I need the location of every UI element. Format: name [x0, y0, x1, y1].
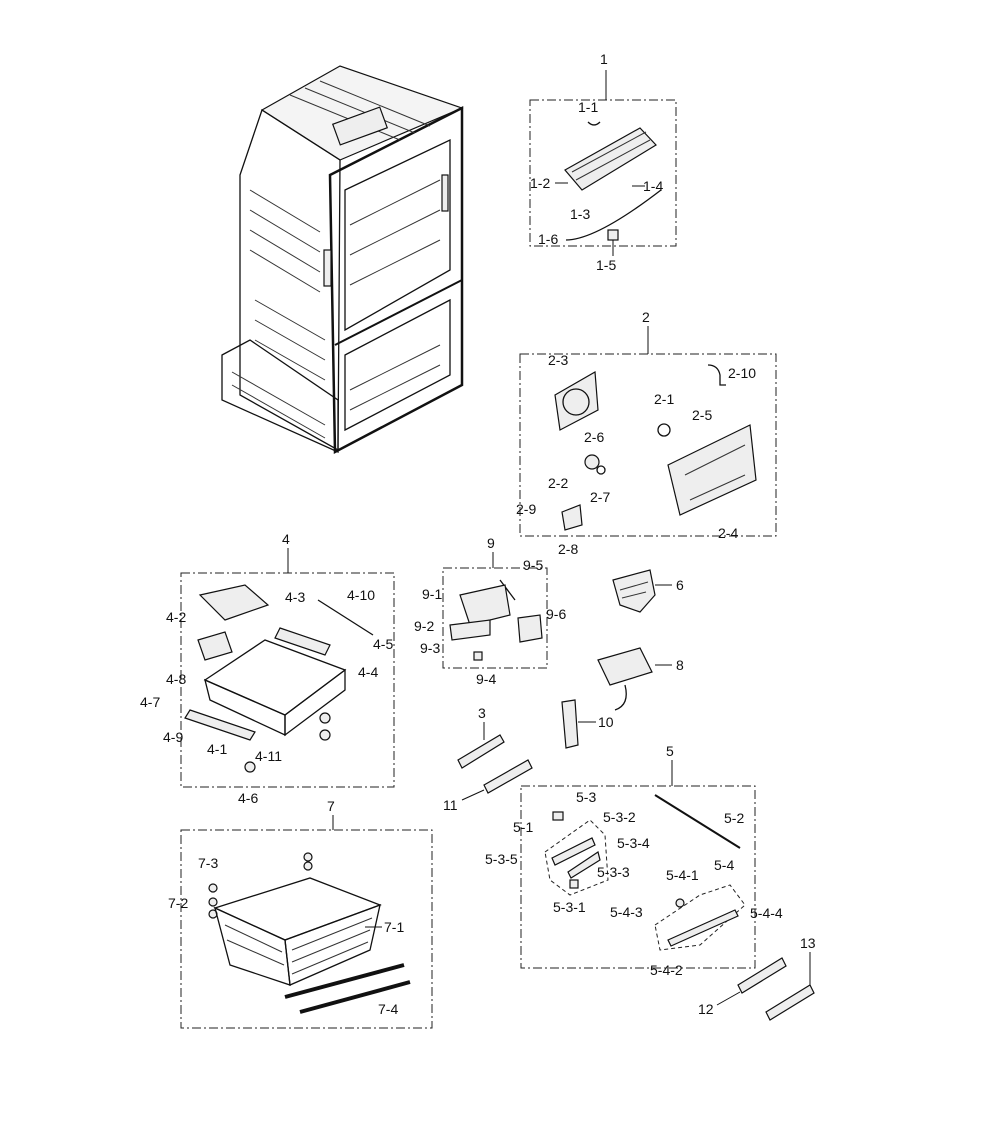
part-13-shape [765, 984, 815, 1021]
callout-4-1: 4-1 [207, 741, 227, 757]
callout-1-6: 1-6 [538, 231, 558, 247]
part-10-duct: 10 [561, 699, 614, 749]
callout-4-3: 4-3 [285, 589, 305, 605]
callout-8: 8 [676, 657, 684, 673]
callout-4-11: 4-11 [255, 748, 282, 764]
callout-2-1: 2-1 [654, 391, 674, 407]
callout-4-8: 4-8 [166, 671, 186, 687]
callout-2-10: 2-10 [728, 365, 756, 381]
callout-2-7: 2-7 [590, 489, 610, 505]
callout-4-6: 4-6 [238, 790, 258, 806]
callout-2-4: 2-4 [718, 525, 738, 541]
part-10-shape [561, 699, 579, 749]
part-11-shape [483, 759, 533, 794]
callout-9-5: 9-5 [523, 557, 543, 573]
callout-11: 11 [443, 797, 458, 813]
evaporator-part [564, 127, 657, 191]
callout-1-3: 1-3 [570, 206, 590, 222]
part-11-rail: 11 [443, 759, 533, 813]
callout-4-9: 4-9 [163, 729, 183, 745]
callout-5-4: 5-4 [714, 857, 734, 873]
callout-5-3-4: 5-3-4 [617, 835, 650, 851]
callout-5-2: 5-2 [724, 810, 744, 826]
callout-4-4: 4-4 [358, 664, 378, 680]
damper-housing-part [459, 584, 511, 626]
callout-7-1: 7-1 [384, 919, 404, 935]
heater-wire-part [565, 189, 662, 241]
fan-cover-part [667, 424, 757, 516]
callout-7-3: 7-3 [198, 855, 218, 871]
freezer-basket-part [213, 877, 382, 941]
callout-9-1: 9-1 [422, 586, 442, 602]
callout-5-3-1: 5-3-1 [553, 899, 586, 915]
callout-5-4-1: 5-4-1 [666, 867, 699, 883]
callout-9-2: 9-2 [414, 618, 434, 634]
callout-7: 7 [327, 798, 335, 814]
callout-1: 1 [600, 51, 608, 67]
group-4-crisper-assembly: 4 4-2 4-3 4-10 4-5 4-4 4-8 4-7 4-9 4-1 4… [140, 531, 395, 806]
callout-2-6: 2-6 [584, 429, 604, 445]
callout-9-4: 9-4 [476, 671, 496, 687]
callout-4-2: 4-2 [166, 609, 186, 625]
callout-4-10: 4-10 [347, 587, 375, 603]
callout-7-2: 7-2 [168, 895, 188, 911]
callout-4-7: 4-7 [140, 694, 160, 710]
group-7-freezer-basket-assembly: 7 7-3 7-2 7-1 7-4 [168, 798, 433, 1029]
callout-2-9: 2-9 [516, 501, 536, 517]
callout-5: 5 [666, 743, 674, 759]
callout-2-3: 2-3 [548, 352, 568, 368]
small-bin-part [198, 584, 270, 621]
callout-4: 4 [282, 531, 290, 547]
callout-5-3: 5-3 [576, 789, 596, 805]
group-2-fan-assembly: 2 2-3 2-10 2-1 2-5 2-6 2-2 2-7 2-9 2-8 2… [516, 309, 777, 557]
callout-9-6: 9-6 [546, 606, 566, 622]
callout-13: 13 [800, 935, 816, 951]
callout-5-3-5: 5-3-5 [485, 851, 518, 867]
callout-5-4-4: 5-4-4 [750, 905, 783, 921]
part-13-rail: 13 [765, 935, 816, 1021]
callout-9-3: 9-3 [420, 640, 440, 656]
callout-1-1: 1-1 [578, 99, 598, 115]
callout-2-8: 2-8 [558, 541, 578, 557]
part-6-shape [612, 569, 656, 613]
callout-5-1: 5-1 [513, 819, 533, 835]
callout-1-5: 1-5 [596, 257, 616, 273]
group-1-evaporator-assembly: 1 1-1 1-2 1-3 1-4 1-6 1-5 [529, 51, 677, 273]
callout-1-2: 1-2 [530, 175, 550, 191]
callout-12: 12 [698, 1001, 714, 1017]
callout-4-5: 4-5 [373, 636, 393, 652]
callout-5-3-3: 5-3-3 [597, 864, 630, 880]
callout-3: 3 [478, 705, 486, 721]
callout-6: 6 [676, 577, 684, 593]
part-12-rail: 12 [698, 957, 787, 1017]
fan-motor-bracket [554, 371, 599, 431]
part-8-shape [597, 647, 653, 686]
callout-5-3-2: 5-3-2 [603, 809, 636, 825]
part-6-ice-bucket-cover: 6 [612, 569, 684, 613]
callout-2: 2 [642, 309, 650, 325]
callout-7-4: 7-4 [378, 1001, 398, 1017]
callout-10: 10 [598, 714, 614, 730]
callout-1-4: 1-4 [643, 178, 663, 194]
part-12-shape [737, 957, 787, 994]
part-3-shape [457, 734, 505, 769]
callout-2-5: 2-5 [692, 407, 712, 423]
part-3-rail: 3 [457, 705, 505, 769]
refrigerator-cabinet [221, 65, 464, 455]
callout-9: 9 [487, 535, 495, 551]
group-9-damper-assembly: 9 9-5 9-1 9-6 9-2 9-3 9-4 [414, 535, 566, 687]
part-8-icemaker: 8 [597, 647, 684, 711]
callout-5-4-3: 5-4-3 [610, 904, 643, 920]
group-5-rail-assembly: 5 5-2 5-1 5-3 5-3-2 5-3-4 5-3-5 5-3-3 5-… [485, 743, 783, 978]
callout-5-4-2: 5-4-2 [650, 962, 683, 978]
callout-2-2: 2-2 [548, 475, 568, 491]
